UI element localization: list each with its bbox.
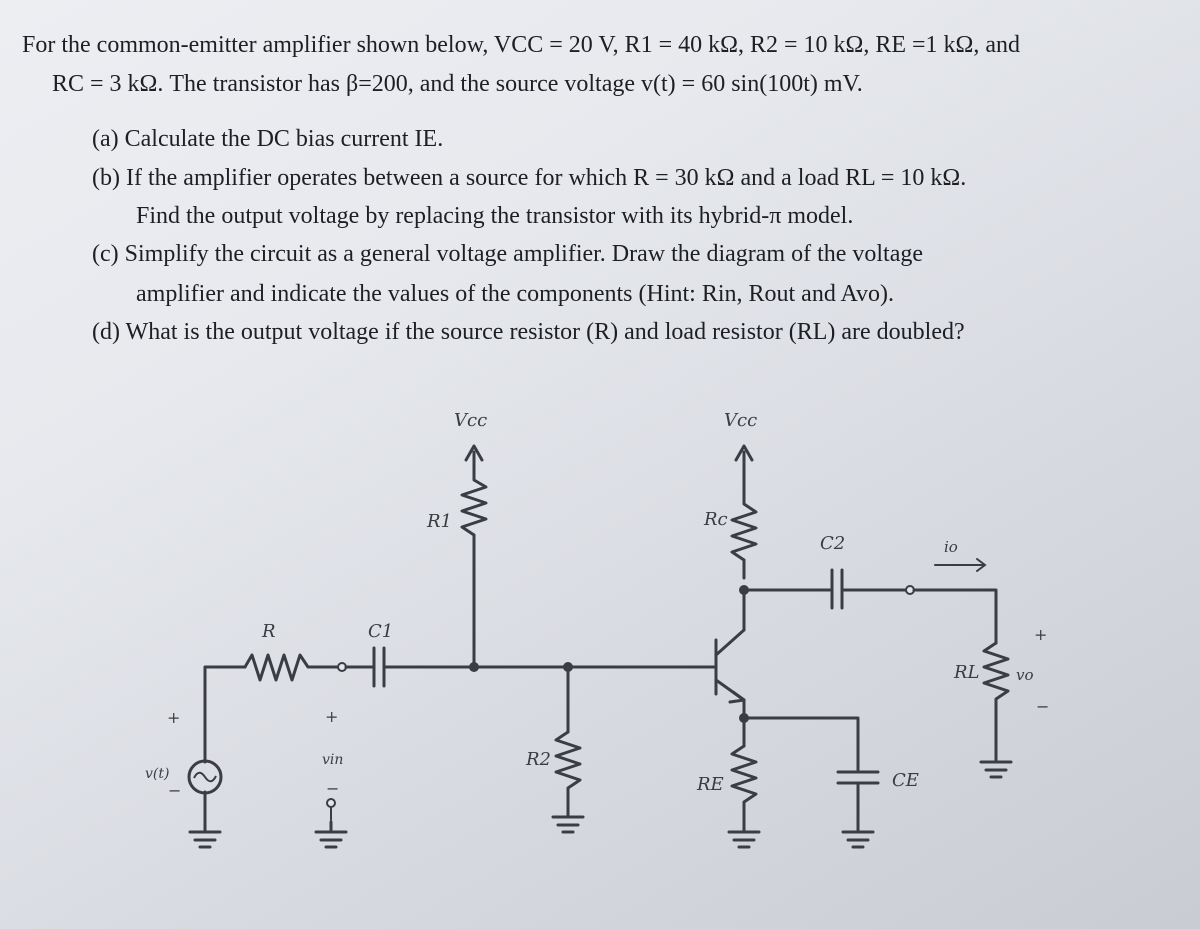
part-c-line-2: amplifier and indicate the values of the… (136, 281, 895, 307)
r1-label: R1 (426, 511, 452, 532)
intro-line-2: RC = 3 kΩ. The transistor has β=200, and… (52, 71, 863, 97)
part-b-line-1: (b) If the amplifier operates between a … (92, 165, 967, 191)
c1-label: C1 (368, 621, 393, 642)
source-label: v(t) (145, 766, 169, 782)
vcc-label-left: Vcc (454, 410, 487, 431)
component-labels: Vcc Vcc R1 R2 Rc RE R C1 C2 CE RL v(t) v… (145, 410, 1049, 800)
source-minus: − (168, 781, 181, 800)
vin-minus: − (326, 779, 339, 798)
part-b-line-2: Find the output voltage by replacing the… (136, 203, 854, 229)
vo-plus: + (1034, 625, 1047, 644)
vo-minus: − (1036, 697, 1049, 716)
ac-source (187, 759, 223, 795)
ce-label: CE (892, 770, 919, 791)
junction-dots (469, 585, 749, 723)
part-a: (a) Calculate the DC bias current IE. (92, 126, 444, 152)
ground-symbols (188, 760, 1013, 849)
intro-line-1: For the common-emitter amplifier shown b… (22, 32, 1021, 58)
vo-label: vo (1016, 666, 1034, 684)
r-label: R (261, 621, 276, 642)
vcc-label-right: Vcc (724, 410, 757, 431)
vin-label: vin (322, 752, 343, 768)
part-d: (d) What is the output voltage if the so… (92, 319, 965, 345)
rc-label: Rc (703, 509, 728, 530)
vin-plus: + (325, 707, 338, 726)
c2-label: C2 (820, 533, 845, 554)
re-label: RE (696, 774, 724, 795)
wiring (203, 444, 1010, 832)
source-plus: + (167, 708, 180, 727)
r2-label: R2 (525, 749, 551, 770)
part-c-line-1: (c) Simplify the circuit as a general vo… (92, 241, 924, 267)
io-label: io (944, 538, 958, 556)
rl-label: RL (953, 662, 980, 683)
